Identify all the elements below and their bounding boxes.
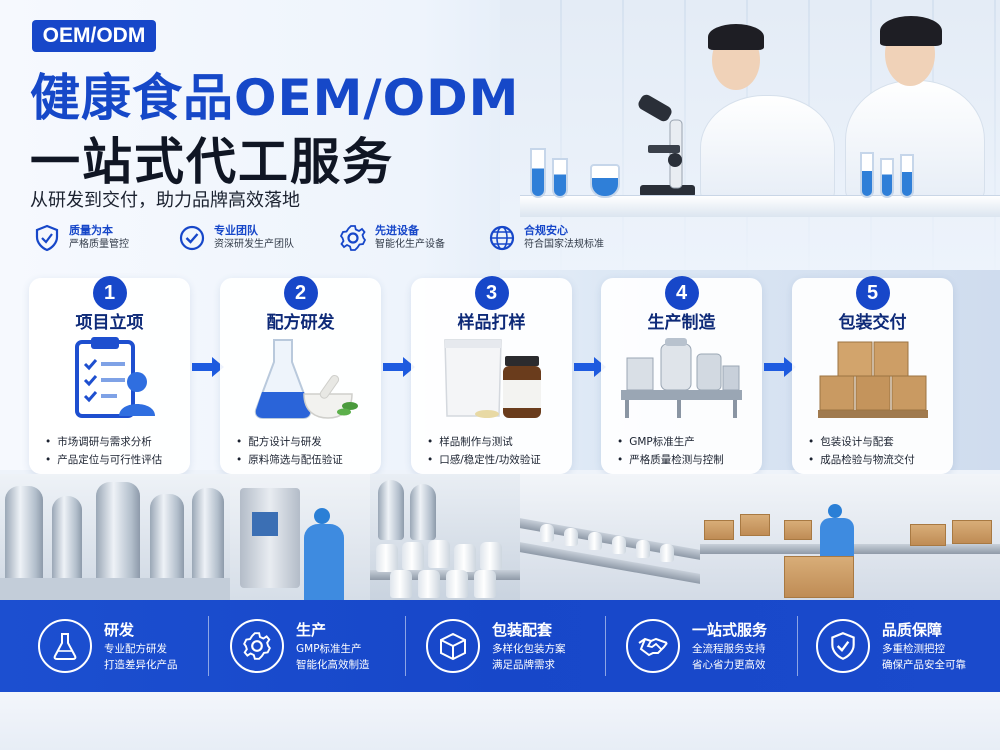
service-rnd: 研发 专业配方研发 打造差异化产品 — [38, 600, 178, 692]
arrow-right-icon — [574, 357, 606, 377]
service-line1: 专业配方研发 — [104, 643, 167, 655]
step-bullet: 口感/稳定性/功效验证 — [427, 452, 541, 467]
step-bullet: 严格质量检测与控制 — [617, 452, 724, 467]
lab-bench — [520, 195, 1000, 217]
photo-tanks — [0, 474, 230, 600]
step-number: 2 — [283, 276, 318, 310]
step-number: 5 — [855, 276, 890, 310]
step-title: 包装交付 — [838, 313, 907, 333]
service-title: 品质保障 — [882, 621, 943, 639]
service-line2: 打造差异化产品 — [104, 659, 178, 671]
step-number: 1 — [92, 276, 127, 310]
step-title: 生产制造 — [647, 313, 716, 333]
service-title: 一站式服务 — [692, 621, 768, 639]
step-card-2: 2 配方研发 配方设计与研发 原料筛选与配伍验证 — [220, 276, 381, 474]
shield-check-icon — [35, 224, 59, 252]
service-title: 包装配套 — [492, 621, 553, 639]
service-packaging: 包装配套 多样化包装方案 满足品牌需求 — [426, 600, 566, 692]
microscope-image — [630, 90, 700, 200]
scientist-male-image — [700, 95, 835, 205]
photo-packing — [700, 474, 1000, 600]
service-title: 生产 — [296, 621, 327, 639]
service-line1: 多重检测把控 — [882, 643, 945, 655]
step-bullet: 配方设计与研发 — [236, 434, 322, 449]
service-line2: 智能化高效制造 — [296, 659, 370, 671]
step-number: 4 — [664, 276, 699, 310]
page-title-line2: 一站式代工服务 — [30, 133, 394, 191]
divider — [605, 616, 606, 676]
step-card-3: 3 样品打样 样品制作与测试 口感/稳定性/功效验证 — [411, 276, 572, 474]
divider — [208, 616, 209, 676]
step-title: 样品打样 — [457, 313, 526, 333]
step-bullet: 市场调研与需求分析 — [45, 434, 152, 449]
service-line2: 确保产品安全可靠 — [882, 659, 966, 671]
scientist-female-hair — [880, 16, 942, 46]
feature-title: 先进设备 — [375, 224, 419, 237]
handshake-icon — [626, 619, 680, 673]
divider — [405, 616, 406, 676]
pouch-bottle-icon — [444, 339, 541, 418]
step-bullet: 成品检验与物流交付 — [808, 452, 915, 467]
lab-glassware-right — [860, 150, 940, 198]
step-title: 项目立项 — [75, 313, 144, 333]
feature-equipment: 先进设备 智能化生产设备 — [338, 221, 445, 255]
subtitle: 从研发到交付，助力品牌高效落地 — [30, 190, 300, 211]
box-icon — [426, 619, 480, 673]
feature-title: 质量为本 — [69, 224, 113, 237]
feature-title: 专业团队 — [214, 224, 258, 237]
feature-desc: 严格质量管控 — [69, 239, 129, 250]
clipboard-person-icon — [75, 337, 155, 418]
check-circle-icon — [179, 225, 205, 251]
step-bullet: GMP标准生产 — [617, 434, 695, 449]
divider — [797, 616, 798, 676]
feature-desc: 智能化生产设备 — [375, 239, 445, 250]
service-line1: GMP标准生产 — [296, 643, 362, 655]
step-bullet: 原料筛选与配伍验证 — [236, 452, 343, 467]
step-title: 配方研发 — [266, 313, 335, 333]
factory-photo-strip — [0, 474, 1000, 600]
service-line2: 省心省力更高效 — [692, 659, 766, 671]
service-title: 研发 — [104, 621, 135, 639]
step-card-5: 5 包装交付 包装设计与配套 成品检验与物流交付 — [792, 276, 953, 474]
step-number: 3 — [474, 276, 509, 310]
shield-check-icon — [816, 619, 870, 673]
service-line2: 满足品牌需求 — [492, 659, 555, 671]
feature-desc: 资深研发生产团队 — [214, 239, 294, 250]
step-bullet: 产品定位与可行性评估 — [45, 452, 162, 467]
gear-icon — [230, 619, 284, 673]
service-one-stop: 一站式服务 全流程服务支持 省心省力更高效 — [626, 600, 767, 692]
arrow-right-icon — [764, 357, 796, 377]
step-card-4: 4 生产制造 GMP标准生产 严格质量检测与控制 — [601, 276, 762, 474]
service-production: 生产 GMP标准生产 智能化高效制造 — [230, 600, 370, 692]
arrow-right-icon — [383, 357, 415, 377]
oem-odm-badge: OEM/ODM — [32, 20, 156, 52]
globe-icon — [489, 225, 515, 251]
feature-team: 专业团队 资深研发生产团队 — [177, 221, 294, 255]
service-line1: 多样化包装方案 — [492, 643, 566, 655]
lab-glassware — [530, 140, 640, 198]
step-bullet: 包装设计与配套 — [808, 434, 894, 449]
step-bullet: 样品制作与测试 — [427, 434, 513, 449]
feature-desc: 符合国家法规标准 — [524, 239, 604, 250]
service-line1: 全流程服务支持 — [692, 643, 766, 655]
photo-operator — [230, 474, 370, 600]
feature-quality: 质量为本 严格质量管控 — [32, 221, 129, 255]
feature-title: 合规安心 — [524, 224, 568, 237]
footer — [0, 692, 1000, 750]
scientist-male-hair — [708, 24, 764, 50]
production-line-icon — [621, 338, 742, 418]
gear-icon — [339, 225, 367, 251]
flask-mortar-icon — [254, 339, 358, 419]
arrow-right-icon — [192, 357, 224, 377]
cartons-pallet-icon — [818, 341, 928, 418]
step-card-1: 1 项目立项 市场调研与需求分析 产品定位与可行性评估 — [29, 276, 190, 474]
flask-icon — [38, 619, 92, 673]
service-quality: 品质保障 多重检测把控 确保产品安全可靠 — [816, 600, 966, 692]
page-title-line1: 健康食品OEM/ODM — [30, 69, 520, 127]
feature-compliance: 合规安心 符合国家法规标准 — [487, 221, 604, 255]
photo-conveyor — [520, 474, 700, 600]
photo-bottles — [370, 474, 520, 600]
